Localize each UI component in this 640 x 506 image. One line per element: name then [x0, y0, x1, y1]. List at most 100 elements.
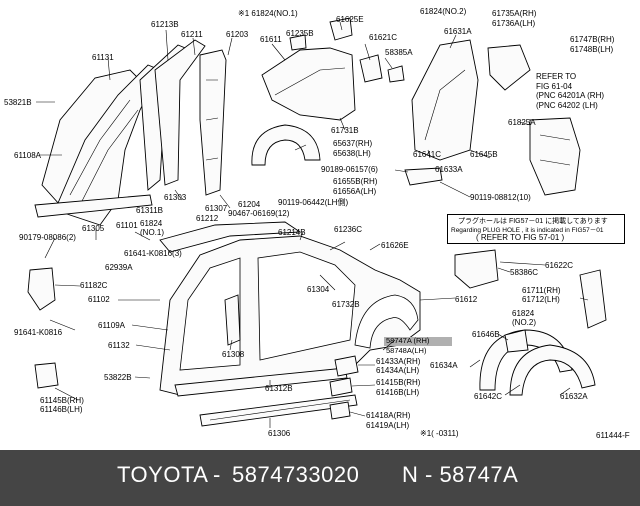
extension-61711: [579, 269, 607, 329]
label: 61211: [181, 30, 203, 39]
label: 61182C: [80, 281, 108, 290]
bracket-58385A: [387, 65, 405, 83]
label: 61712(LH): [522, 295, 560, 304]
label: 61146B(LH): [40, 405, 83, 414]
label: ※1 61824(NO.1): [238, 9, 298, 18]
label: 61626E: [381, 241, 409, 250]
label: 61415B(RH): [376, 378, 421, 387]
label: 61236C: [334, 225, 362, 234]
refer-line-2: FIG 61-04: [536, 81, 573, 91]
label: 61634A: [430, 361, 458, 370]
label: 61732B: [332, 300, 360, 309]
label: 61108A: [14, 151, 42, 160]
rocker-panel-61305: [34, 194, 153, 218]
label: 90119-08812(10): [470, 193, 531, 202]
figure-code: 611444-F: [596, 431, 630, 440]
label: 58748A(LH): [386, 346, 427, 355]
label: 61656A(LH): [333, 187, 376, 196]
label: 61646B: [472, 330, 500, 339]
pillar-61211: [154, 39, 206, 186]
label: 61711(RH): [522, 286, 561, 295]
refer-line-4: (PNC 64202 (LH): [536, 100, 598, 110]
label: 61311B: [136, 206, 163, 215]
bracket-61646B: [504, 329, 529, 353]
label: 61213B: [151, 20, 179, 29]
note-line-1: プラグホールは FIG57－01 に掲載してあります: [458, 218, 608, 225]
center-pillar-61307: [199, 49, 227, 196]
label: 61145B(RH): [40, 396, 84, 405]
label: 90119-06442(LH側): [278, 197, 348, 207]
label: 61625E: [336, 15, 364, 24]
quarter-inner-61631A: [411, 39, 479, 161]
diagram-canvas: ※1 61824(NO.1) 61625E 61824(NO.2) 61735A…: [4, 7, 630, 440]
rocker-61312B: [174, 367, 348, 397]
bracket-61415B: [329, 377, 353, 397]
label: 61416B(LH): [376, 388, 419, 397]
bracket-58386C: [454, 249, 499, 289]
part-code: N - 58747A: [402, 462, 519, 487]
highlight-label: 58747A (RH): [386, 336, 430, 345]
bracket-61182C: [27, 267, 56, 311]
label: 61312B: [265, 384, 293, 393]
refer-note: REFER TO FIG 61-04 (PNC 64201A (RH) (PNC…: [536, 72, 604, 110]
label: 91641-K0816: [14, 328, 63, 337]
quarter-panel-61611: [261, 47, 356, 121]
label: 61621C: [369, 33, 397, 42]
label: 61109A: [98, 321, 126, 330]
label: 61131: [92, 53, 114, 62]
roof-rail-61212: [159, 221, 302, 253]
label: 61102: [88, 295, 110, 304]
bracket-61625E: [329, 17, 353, 41]
refer-line-3: (PNC 64201A (RH): [536, 91, 605, 100]
extension-61735A: [487, 44, 531, 91]
label: 61419A(LH): [366, 421, 409, 430]
label: 61824(NO.2): [420, 7, 467, 16]
footnote: ※1( -0311): [420, 429, 459, 438]
part-labels: ※1 61824(NO.1) 61625E 61824(NO.2) 61735A…: [4, 7, 630, 440]
wheel-house-liner-65637: [251, 124, 321, 166]
label: 61214B: [278, 228, 306, 237]
label: 61825A: [508, 118, 536, 127]
label: 61641-K0816(3): [124, 249, 182, 258]
highlight-58747A: [384, 337, 452, 346]
label: 61735A(RH): [492, 9, 537, 18]
label: 61418A(RH): [366, 411, 411, 420]
refer-line-1: REFER TO: [536, 72, 577, 81]
label: 61632A: [560, 392, 588, 401]
label: (NO.2): [512, 318, 536, 327]
label: 61824: [512, 309, 535, 318]
label: 58385A: [385, 48, 413, 57]
label: 90467-06169(12): [228, 209, 290, 218]
part-number: 5874733020: [232, 462, 360, 487]
parts-diagram: ※1 61824(NO.1) 61625E 61824(NO.2) 61735A…: [4, 7, 630, 440]
label: 61433A(RH): [376, 357, 421, 366]
label: 58386C: [510, 268, 538, 277]
brand: TOYOTA: [117, 462, 209, 487]
bracket-61621C: [359, 54, 383, 83]
label: 61747B(RH): [570, 35, 615, 44]
rear-door-opening: [257, 251, 356, 361]
label: 61631A: [444, 27, 472, 36]
label: 61655B(RH): [333, 177, 378, 186]
bracket-61235B: [289, 34, 307, 51]
note-line-3: ( REFER TO FIG 57-01 ): [476, 233, 565, 242]
label: 61305: [82, 224, 105, 233]
rear-wheel-arch: [354, 294, 419, 349]
label: 61235B: [286, 29, 314, 38]
label: 61306: [268, 429, 291, 438]
label: 61824: [140, 219, 163, 228]
footer-bar: TOYOTA - 5874733020 N - 58747A: [0, 450, 640, 506]
label: 61611: [260, 35, 282, 44]
bracket-61433A: [334, 355, 359, 377]
label: 61101: [116, 221, 138, 230]
label: 61204: [238, 200, 261, 209]
label: 61203: [226, 30, 249, 39]
panel-61825A: [529, 117, 581, 196]
label: 53822B: [104, 373, 132, 382]
label: 90179-08086(2): [19, 233, 76, 242]
bracket-61145B: [34, 362, 59, 389]
label: 53821B: [4, 98, 32, 107]
leader-lines: [36, 21, 589, 428]
label: 61736A(LH): [492, 19, 535, 28]
front-door-opening: [179, 257, 241, 371]
